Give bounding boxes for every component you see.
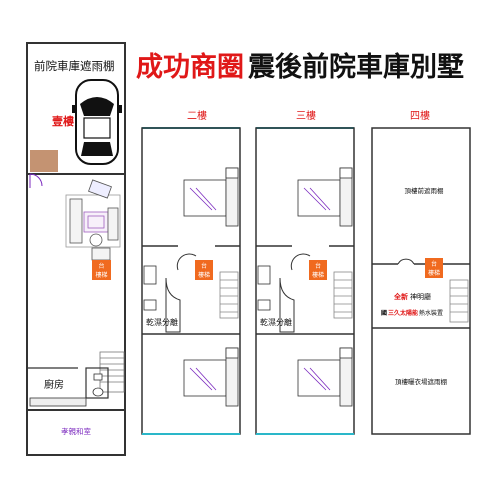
dry-wet-divider-label: 乾濕分離: [260, 317, 292, 327]
stairs-icon: [219, 271, 239, 319]
shrine-prefix: 全新: [393, 292, 408, 301]
entry-mat: [30, 150, 58, 172]
solar-prefix: 國: [381, 309, 387, 317]
plan-fourth-floor: 四樓 頂樓前遮雨棚 台 樓梯 全新 神明廳 國 三久太陽能 熱水裝置 頂樓曬衣場…: [371, 109, 471, 435]
stairs-icon: [99, 351, 125, 393]
dry-wet-divider-label: 乾濕分離: [146, 317, 178, 327]
carport-label: 前院車庫遮雨棚: [34, 59, 115, 73]
bed-icon-upper: [297, 167, 353, 227]
plan-third-floor: 三樓 台 樓梯 乾濕分離: [255, 109, 355, 435]
floor-label-2f: 二樓: [187, 109, 207, 122]
kitchen-counter: [29, 397, 87, 407]
bed-icon-lower: [183, 347, 239, 407]
stair-tag-bottom: 樓梯: [198, 271, 210, 279]
stair-tag: [425, 258, 443, 278]
ground-outer-wall: [26, 42, 126, 456]
stair-tag: [92, 260, 111, 280]
bed-icon-lower: [297, 347, 353, 407]
sofa-set-icon: [65, 179, 121, 261]
toilet-icon: [92, 387, 104, 397]
stair-tag-top: 台: [201, 262, 207, 270]
title-red: 成功商圈: [136, 52, 244, 83]
stairs-icon: [333, 271, 353, 319]
solar-brand: 三久太陽能: [388, 309, 418, 317]
floor-label-4f: 四樓: [410, 109, 430, 122]
plan-second-floor: 二樓 台 樓梯 乾濕分離: [141, 109, 241, 435]
kitchen-label: 廚房: [44, 378, 64, 391]
bed-icon-upper: [183, 167, 239, 227]
roof-laundry-canopy-label: 頂樓曬衣場遮雨棚: [395, 377, 448, 386]
floor-label-3f: 三樓: [296, 109, 316, 122]
toilet-icon: [143, 265, 157, 285]
floor-label-1f: 壹樓: [52, 114, 74, 128]
stair-tag: [309, 260, 327, 280]
title-black: 震後前院車庫別墅: [248, 51, 464, 83]
stair-tag-top: 台: [98, 262, 104, 270]
stair-tag-top: 台: [431, 260, 437, 268]
stair-tag-bottom: 樓梯: [95, 271, 107, 279]
stair-tag-bottom: 樓梯: [312, 271, 324, 279]
plan-ground-floor: 前院車庫遮雨棚 壹樓 台: [26, 42, 126, 456]
car-icon: [72, 79, 122, 165]
roof-front-canopy-label: 頂樓前遮雨棚: [405, 186, 445, 195]
tatami-label: 孝親和室: [61, 426, 91, 436]
toilet-icon: [257, 265, 271, 285]
stair-tag-top: 台: [315, 262, 321, 270]
shrine-label: 神明廳: [410, 292, 431, 301]
solar-suffix: 熱水裝置: [419, 309, 443, 317]
stair-tag: [195, 260, 213, 280]
stair-tag-bottom: 樓梯: [428, 269, 440, 277]
stairs-icon: [449, 279, 469, 323]
